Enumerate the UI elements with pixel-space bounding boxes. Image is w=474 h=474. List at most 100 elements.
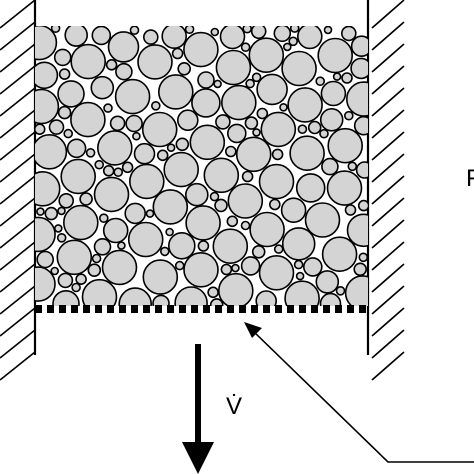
particle [244,116,259,130]
particle [231,263,240,273]
particle [207,286,219,299]
particle [171,47,184,60]
particle [335,285,346,296]
particle [160,246,170,257]
particle [102,165,115,177]
right-wall-hatching [371,0,405,381]
plate-hole [179,305,186,313]
particle [53,224,63,233]
flow-rate-label: V̇ [226,392,242,420]
particle [66,138,87,159]
particle [212,228,249,264]
particle [145,209,155,218]
plate-hole [95,305,102,313]
particle [57,80,85,108]
particle [93,238,112,256]
particle [57,272,74,289]
particle [124,202,146,225]
particle [115,62,133,81]
particle [117,241,126,250]
plate-hole [131,305,138,313]
particle [355,161,368,179]
particle [281,50,317,87]
particle [317,37,354,74]
plate-hole [167,305,174,313]
particle [315,270,340,294]
hatch-line [0,65,36,95]
particle [113,167,123,177]
particle [191,88,221,118]
particle [35,266,56,302]
granular-particle-bed [35,26,368,306]
particle [251,245,266,259]
hatch-line [371,285,405,315]
plate-hole [311,305,318,313]
hatch-line [0,263,36,293]
hatch-line [0,175,36,205]
particle [101,249,138,286]
particle [141,111,178,148]
particle [215,114,231,130]
particle [281,227,316,261]
particle [99,213,109,223]
right-edge-label: F [466,165,474,192]
particle [70,101,106,138]
particle [350,57,368,80]
particle [251,72,262,83]
plate-hole [287,305,294,313]
particle [256,107,269,120]
particle [152,294,170,306]
particle [107,31,140,63]
particle [358,252,368,263]
particle [91,253,102,264]
plate-hole [191,305,198,313]
particle [87,263,102,278]
particle [240,256,261,276]
particle [50,266,60,276]
particle [183,251,219,288]
particle [353,262,368,277]
particle [75,273,87,286]
particle [174,286,208,306]
particle [213,79,222,89]
plate-hole [347,305,354,313]
particle [56,239,93,276]
particle [156,149,169,162]
particle [137,44,173,80]
hatch-line [371,241,405,271]
particle [288,36,299,47]
hatch-line [371,43,405,73]
particle [235,136,272,173]
particle [353,115,368,136]
particle [177,62,191,76]
hatch-line [0,21,36,51]
particle [282,42,292,52]
particle [319,128,329,139]
plate-hole [35,305,42,313]
particle [347,161,358,172]
hatch-line [371,0,405,29]
particle [242,26,252,34]
particle [58,193,74,209]
particle [258,163,295,200]
particle [57,206,66,216]
particle [220,263,233,276]
particle [287,87,323,123]
hatch-line [371,131,405,161]
particle [189,124,226,161]
plate-hole [47,305,54,313]
particle [142,259,179,295]
particle [252,128,261,137]
particle [250,26,267,40]
particle [161,26,187,49]
particle [249,211,285,248]
particle [295,173,326,203]
hatch-line [371,263,405,293]
outflow-arrow [182,344,214,474]
particle [57,105,72,120]
particle [248,37,285,74]
particle [307,120,322,135]
particle [158,74,194,110]
particle [44,206,59,221]
particle [35,26,58,61]
